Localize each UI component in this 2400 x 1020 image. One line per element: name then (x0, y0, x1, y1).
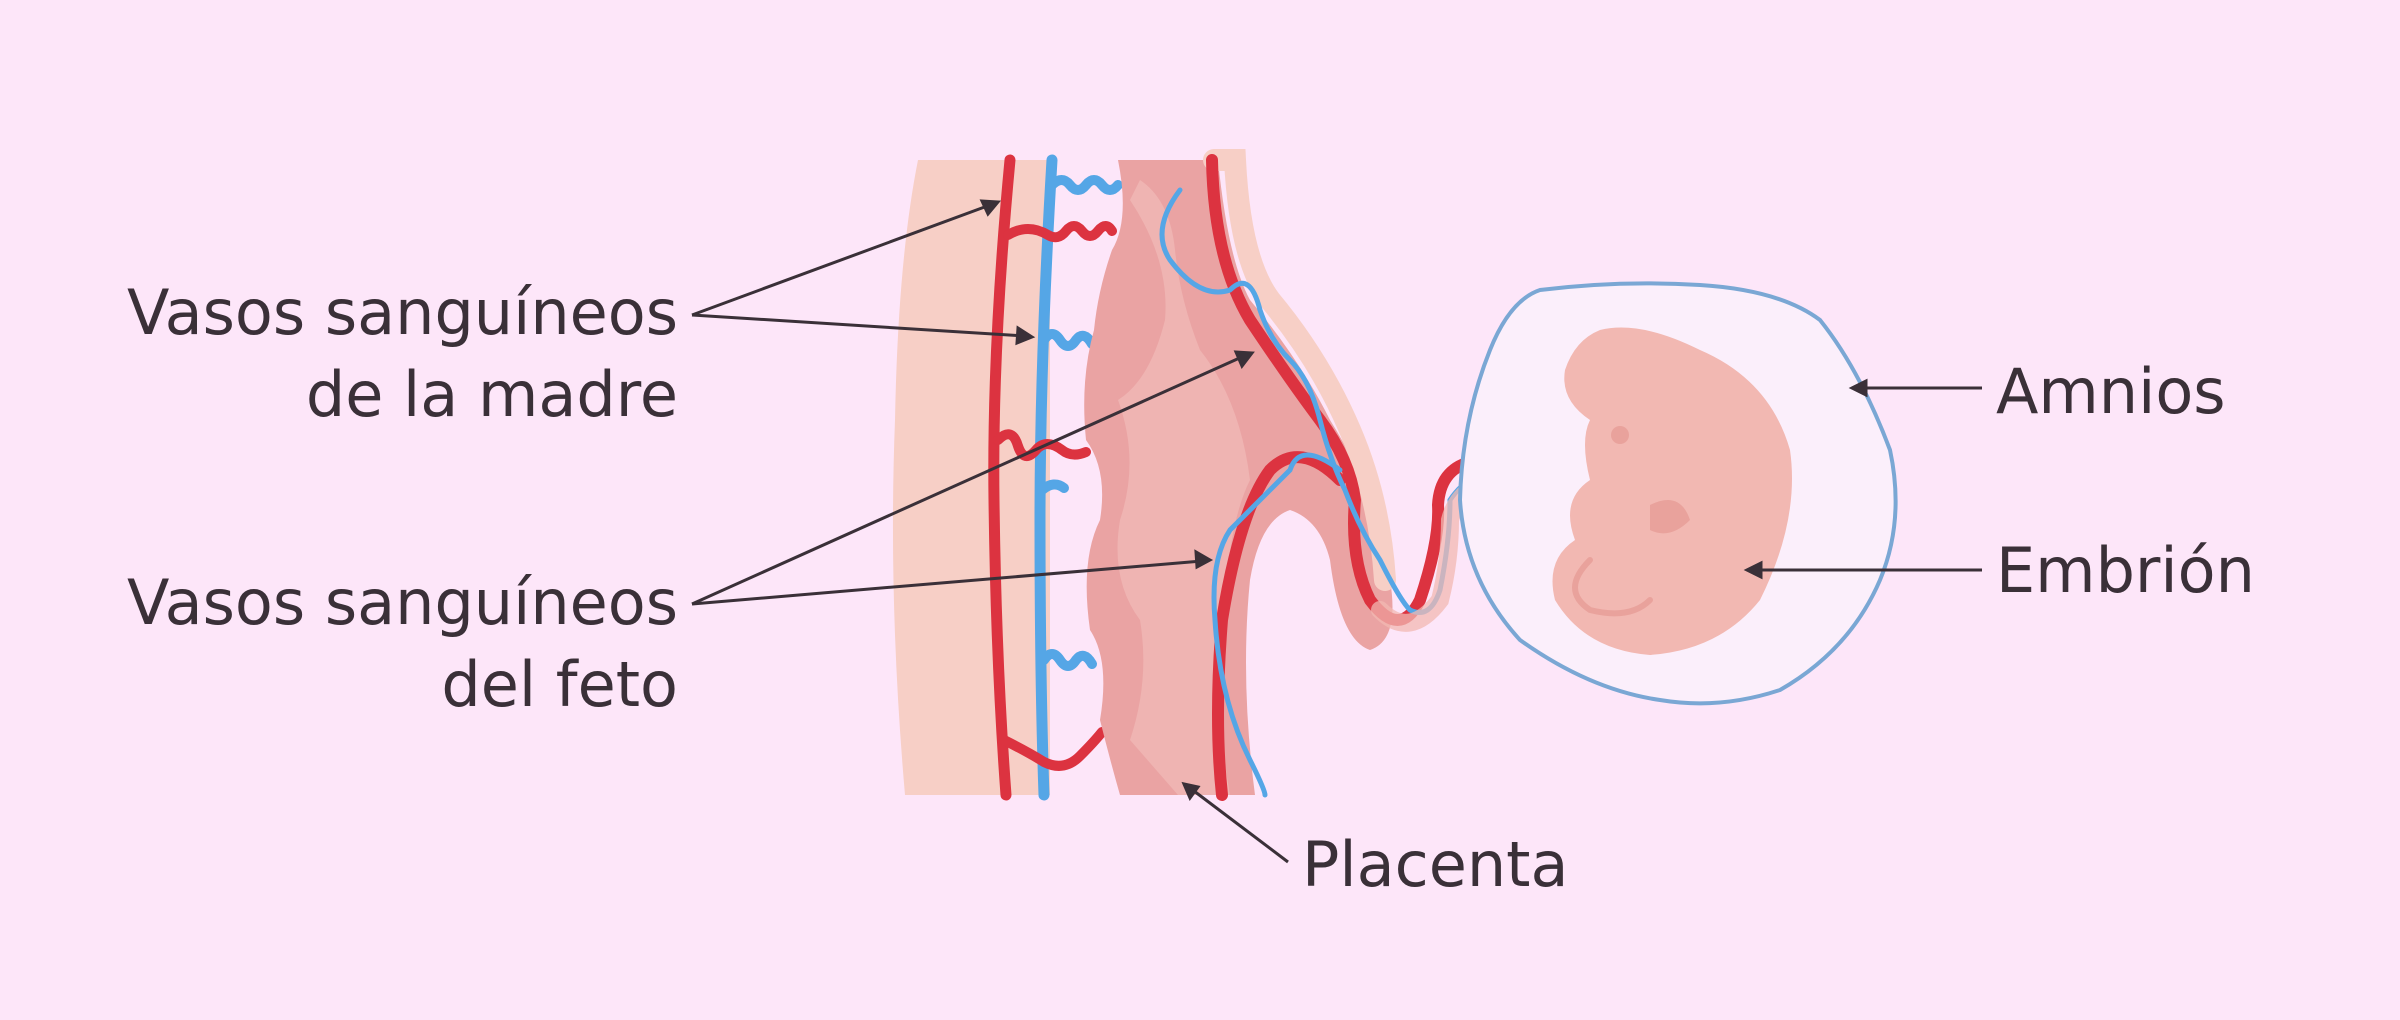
arrow-embrion (1743, 560, 1982, 580)
arrow-amnios (1848, 378, 1982, 398)
maternal-artery (988, 154, 1016, 801)
arrow-maternal-vessels-1 (691, 199, 1002, 317)
maternal-vein-branch (1037, 479, 1069, 495)
embryo-limb (1650, 500, 1690, 534)
arrow-placenta (1181, 781, 1289, 864)
label-placenta: Placenta (1302, 828, 1569, 901)
maternal-artery-branch (999, 727, 1107, 771)
embryo-eye (1611, 426, 1629, 444)
label-fetal-vessels-line2: del feto (441, 648, 678, 721)
label-fetal-vessels: Vasos sanguíneos del feto (90, 562, 678, 726)
maternal-vein (1034, 154, 1058, 801)
embryo-tail-curl (1572, 557, 1653, 617)
label-maternal-vessels-line1: Vasos sanguíneos (127, 276, 678, 349)
maternal-vein-branch (1039, 329, 1097, 351)
maternal-vein-branch (1039, 649, 1097, 671)
embryo-body (1552, 327, 1792, 655)
label-amnion: Amnios (1996, 355, 2226, 428)
label-embryo: Embrión (1996, 534, 2255, 607)
label-maternal-vessels: Vasos sanguíneos de la madre (90, 272, 678, 436)
arrow-fetal-vessels-1 (691, 350, 1255, 606)
arrow-fetal-vessels-2 (691, 549, 1214, 606)
fetal-artery-loop (1212, 451, 1346, 801)
fetal-tissue-band (1203, 149, 1396, 591)
maternal-vein-branch (1047, 175, 1123, 195)
maternal-artery-branch (1003, 221, 1117, 243)
label-maternal-vessels-line2: de la madre (305, 358, 678, 431)
label-fetal-vessels-line1: Vasos sanguíneos (127, 566, 678, 639)
arrow-maternal-vessels-2 (691, 313, 1036, 346)
fetal-vein-loop (1211, 452, 1343, 798)
